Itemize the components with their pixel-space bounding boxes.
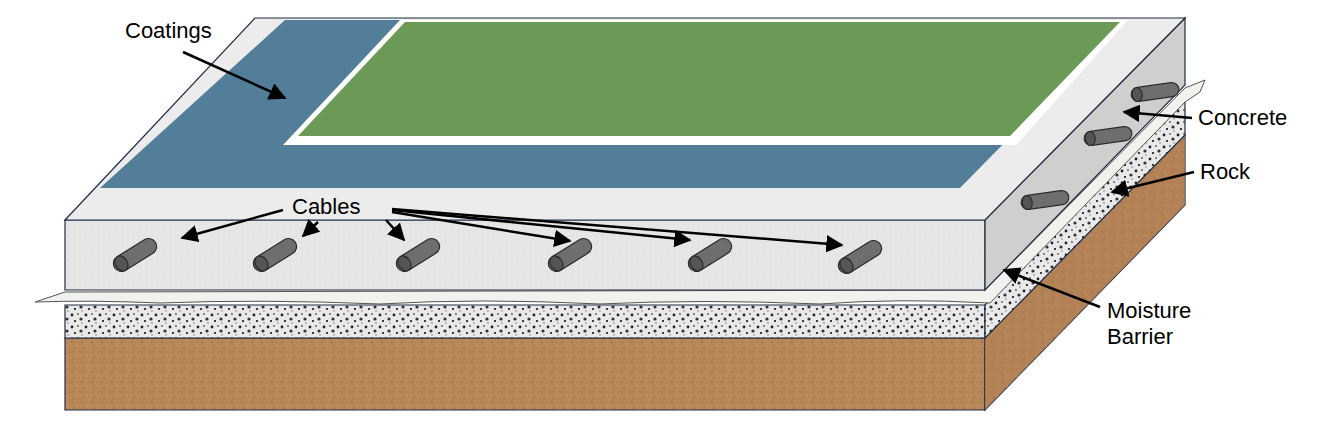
leader-lines (182, 52, 1194, 307)
part-label: Concrete (1198, 105, 1287, 131)
concrete-top (65, 18, 1185, 220)
part-label: Moisture Barrier (1107, 298, 1217, 350)
soil-front (65, 338, 985, 410)
cable-ends (110, 82, 1179, 277)
rock-front (65, 305, 985, 338)
concrete-front (65, 220, 985, 290)
part-label: Rock (1200, 159, 1250, 185)
blue-coating (100, 20, 1125, 188)
green-coating (298, 22, 1120, 136)
part-label: Cables (292, 194, 360, 220)
coating-border-line (283, 20, 1128, 145)
part-label: Coatings (125, 18, 212, 44)
